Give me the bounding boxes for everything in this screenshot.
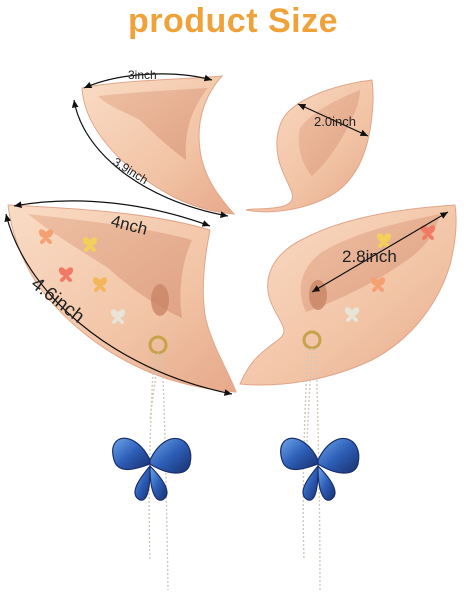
right-earring	[280, 330, 360, 591]
small-width-label: 3inch	[128, 68, 157, 82]
small-height-label: 2.0inch	[314, 114, 356, 129]
small-right-ear	[245, 79, 374, 213]
large-height-label: 2.8inch	[342, 247, 397, 266]
dimension-lines	[4, 73, 449, 396]
left-blue-butterfly	[112, 437, 192, 501]
right-blue-butterfly	[280, 437, 360, 501]
product-size-title: product Size	[127, 2, 339, 40]
